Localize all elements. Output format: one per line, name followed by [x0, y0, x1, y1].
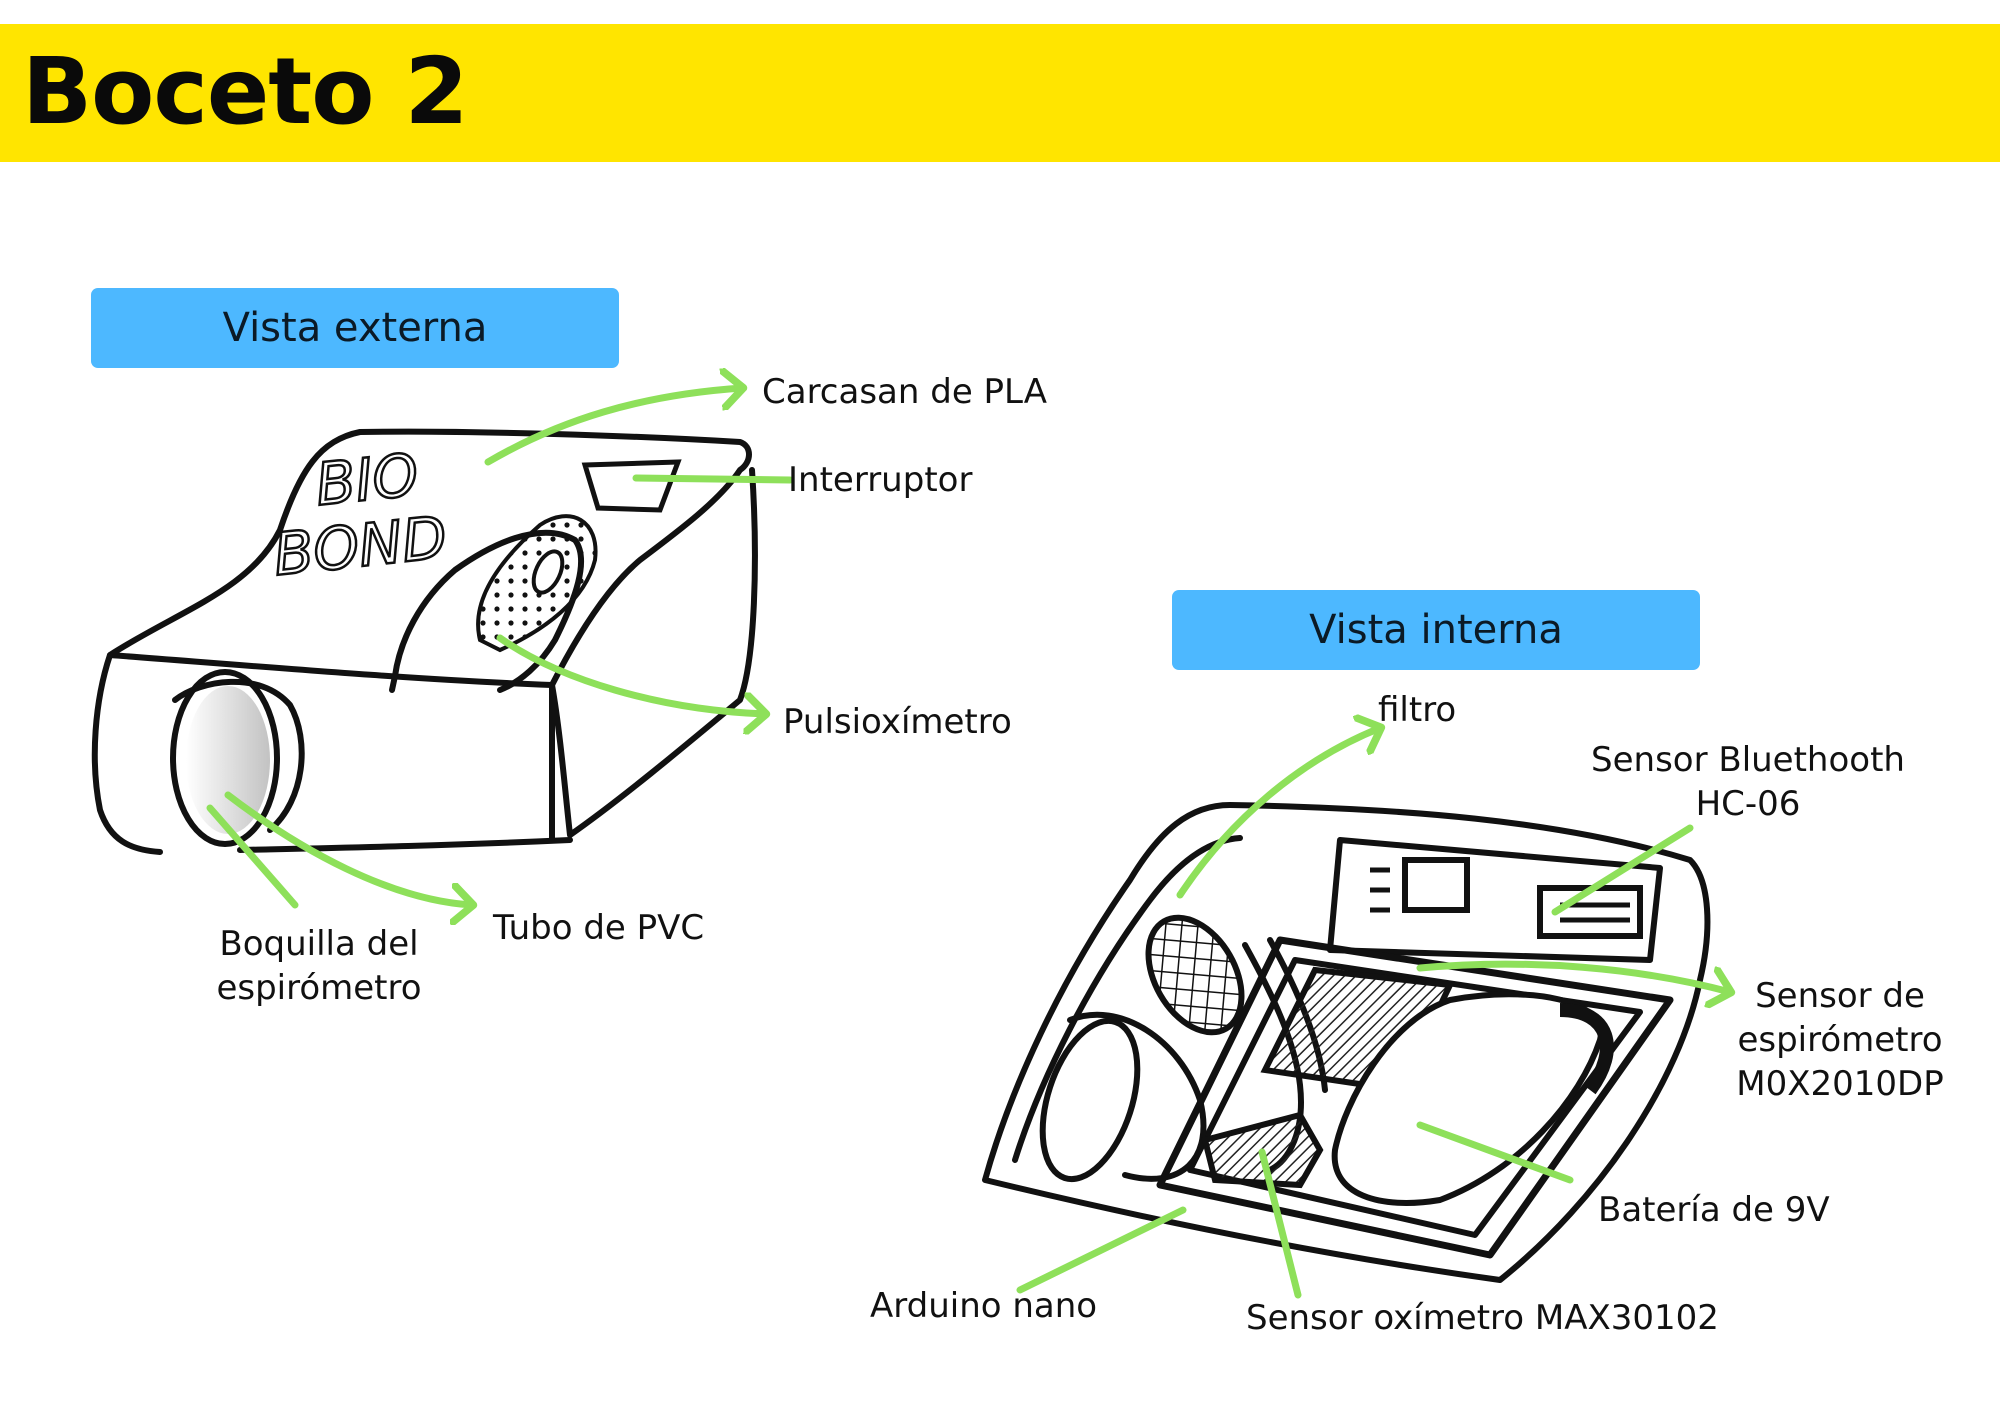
- label-switch: Interruptor: [788, 460, 973, 500]
- label-bluetooth-line-1: Sensor Bluethooth: [1591, 740, 1905, 780]
- internal-view-label: Vista interna: [1172, 590, 1700, 670]
- arrow-battery: [1416, 1121, 1574, 1184]
- title-banner: Boceto 2: [0, 24, 2000, 162]
- arrow-pulse: [496, 634, 765, 714]
- arrow-shell: [484, 388, 742, 466]
- label-bluetooth: Sensor Bluethooth HC-06: [1582, 738, 1914, 826]
- pointer-arrows: [206, 388, 1730, 1299]
- switch-sketch: [581, 459, 682, 513]
- filter-mesh: [1145, 914, 1245, 1036]
- label-mouthpiece-line-1: Boquilla del: [219, 924, 419, 964]
- label-bluetooth-line-2: HC-06: [1695, 784, 1801, 824]
- arrow-arduino: [1016, 1206, 1187, 1294]
- battery-terminal: [1559, 1003, 1614, 1095]
- label-spirometer-line-3: M0X2010DP: [1736, 1064, 1944, 1104]
- connector-pins: [1370, 867, 1390, 913]
- arrow-oximeter: [1258, 1148, 1302, 1299]
- arrow-tube: [224, 791, 472, 905]
- label-spirometer-line-2: espirómetro: [1737, 1020, 1943, 1060]
- finger-ring: [531, 549, 565, 595]
- external-view-label: Vista externa: [91, 288, 619, 368]
- label-battery: Batería de 9V: [1598, 1190, 1830, 1230]
- arrow-filter: [1176, 728, 1380, 899]
- label-spirometer-line-1: Sensor de: [1755, 976, 1925, 1016]
- label-mouthpiece: Boquilla del espirómetro: [206, 922, 432, 1010]
- arrow-switch: [632, 474, 794, 484]
- label-pulse-oximeter: Pulsioxímetro: [783, 702, 1012, 742]
- label-pvc-tube: Tubo de PVC: [493, 908, 705, 948]
- page-title: Boceto 2: [22, 38, 468, 145]
- logo-line-1: BIO: [312, 441, 421, 519]
- arrow-bluetooth: [1551, 824, 1694, 916]
- back-wall-chip: [1402, 857, 1470, 913]
- label-mouthpiece-line-2: espirómetro: [216, 968, 422, 1008]
- label-filter: filtro: [1378, 690, 1457, 730]
- arrow-spirometer: [1416, 960, 1730, 992]
- label-spirometer-sensor: Sensor de espirómetro M0X2010DP: [1730, 974, 1950, 1106]
- label-arduino: Arduino nano: [870, 1286, 1098, 1326]
- arrow-mouthpiece: [206, 804, 299, 909]
- tube-shading: [186, 686, 270, 834]
- label-shell: Carcasan de PLA: [762, 372, 1048, 412]
- label-oximeter-sensor: Sensor oxímetro MAX30102: [1246, 1298, 1719, 1338]
